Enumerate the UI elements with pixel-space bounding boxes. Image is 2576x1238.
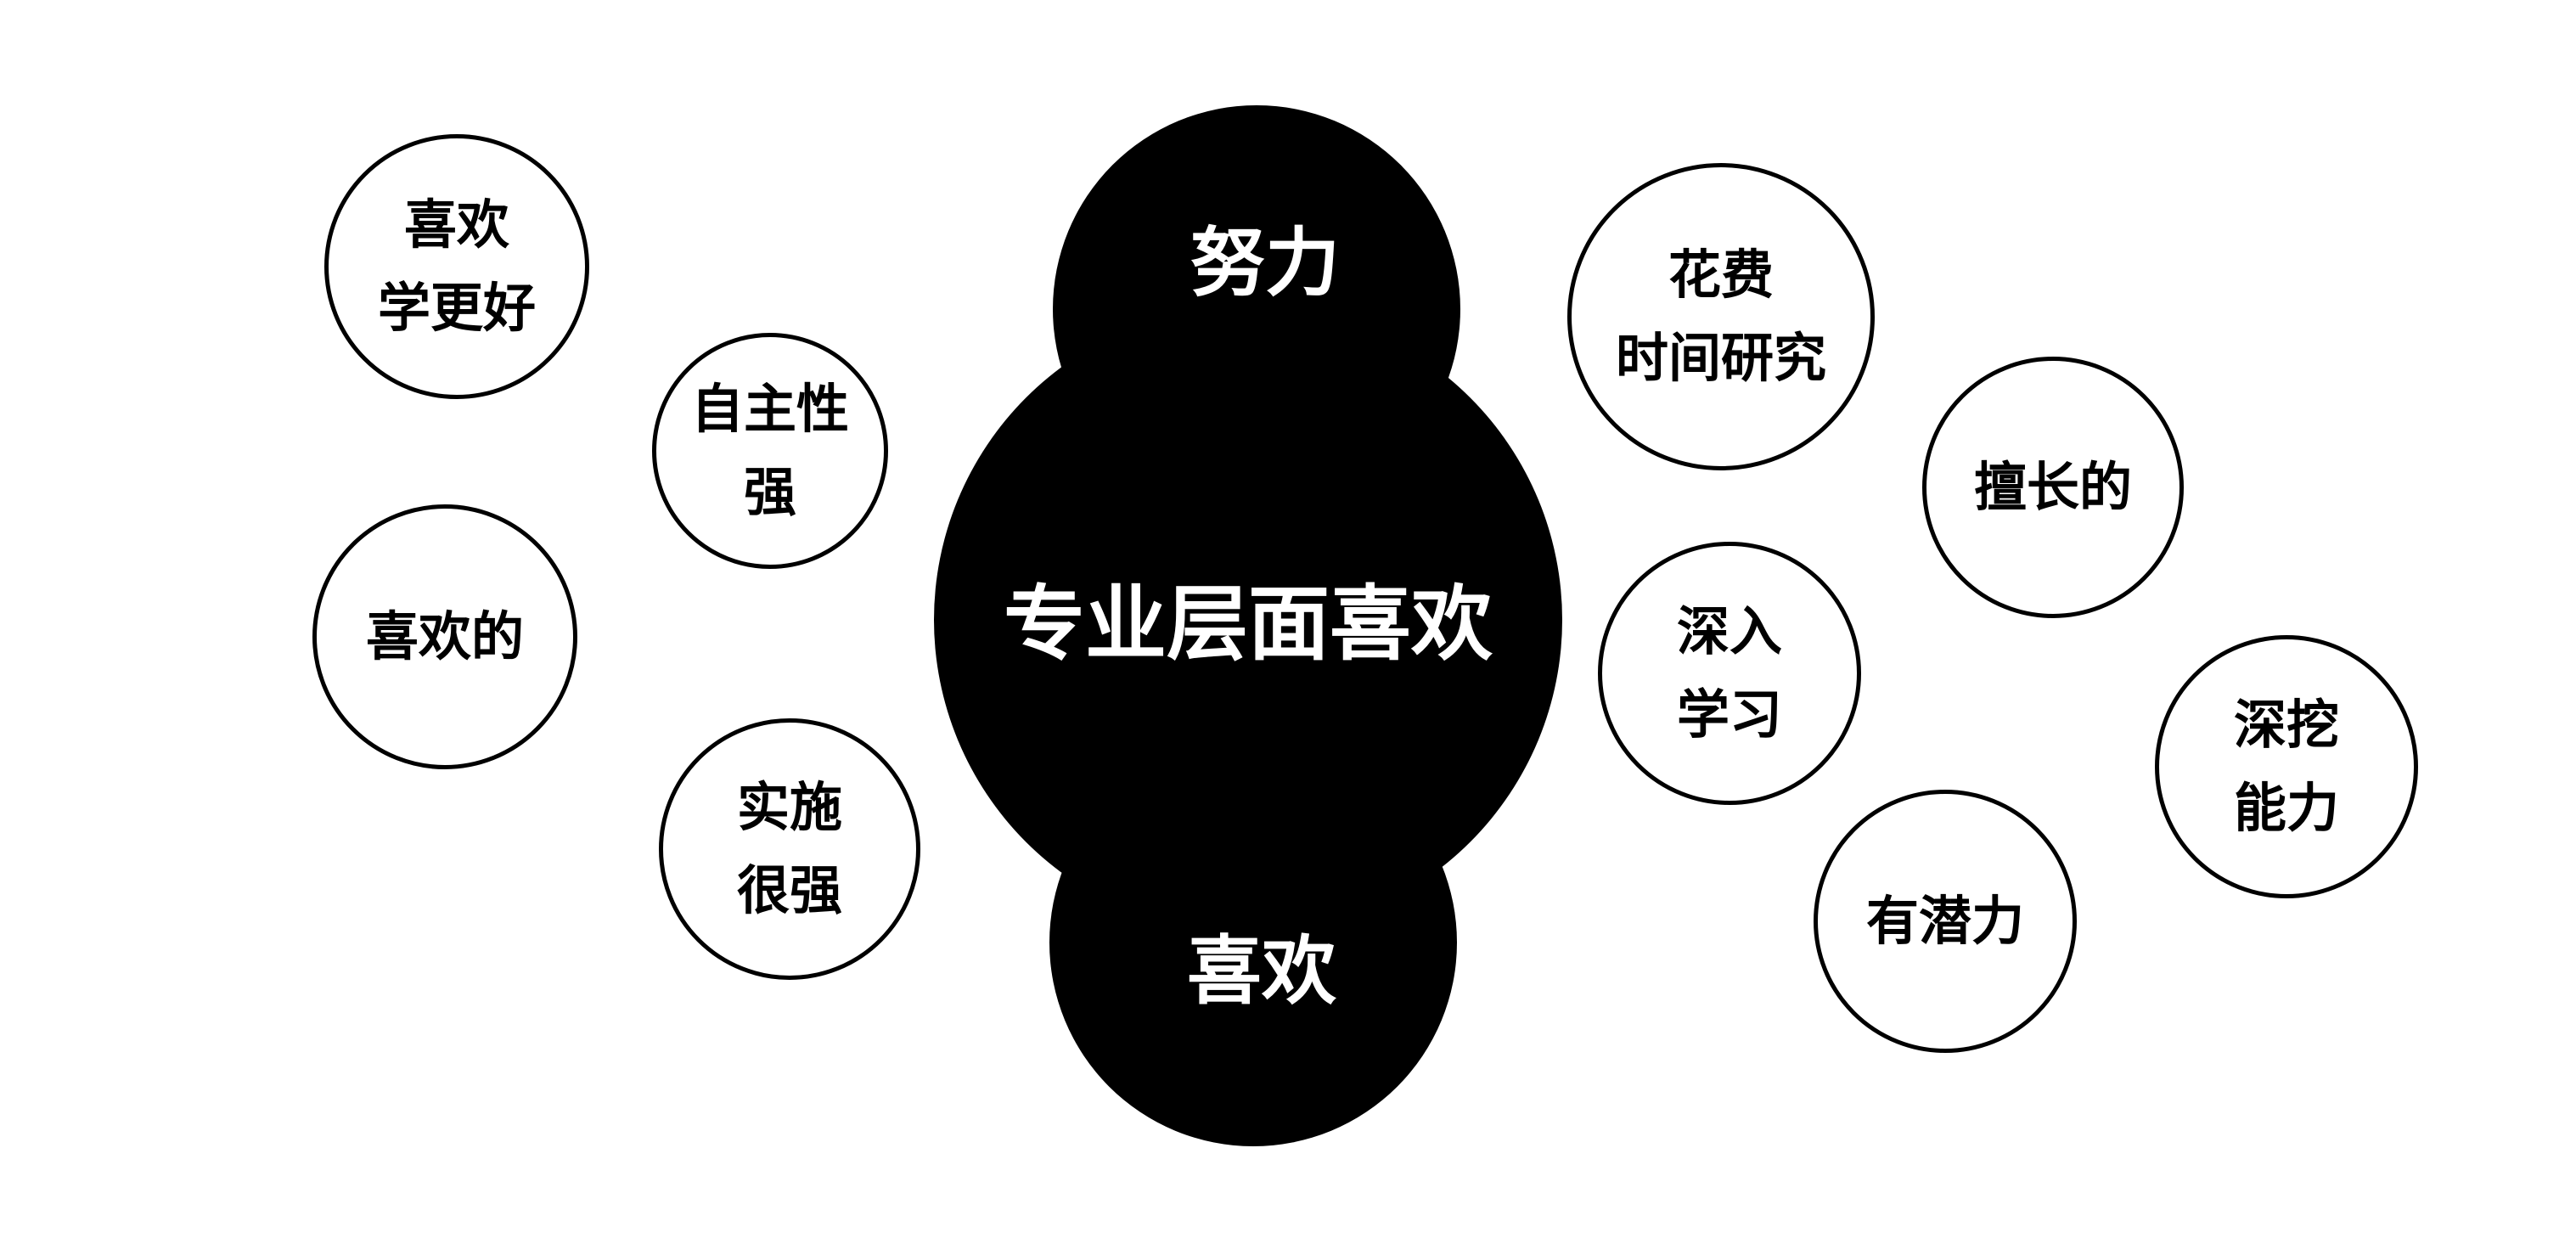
hub-bottom-label: 喜欢	[1186, 927, 1336, 1015]
bubble-spend-time-researching: 花费 时间研究	[1567, 163, 1875, 470]
bubble-self-motivated: 自主性 强	[652, 333, 888, 569]
bubble-label: 深挖 能力	[2233, 694, 2339, 839]
bubble-label: 喜欢 学更好	[377, 194, 536, 339]
bubble-in-depth-study: 深入 学习	[1598, 542, 1861, 805]
bubble-like-learn-better: 喜欢 学更好	[324, 134, 589, 399]
bubble-label: 有潜力	[1865, 890, 2024, 952]
hub-center-circle	[934, 306, 1562, 934]
bubble-label: 擅长的	[1973, 456, 2132, 518]
bubble-good-at: 擅长的	[1922, 357, 2184, 618]
hub-top-label: 努力	[1190, 219, 1340, 307]
bubble-label: 喜欢的	[365, 605, 524, 667]
hub-center-label: 专业层面喜欢	[1004, 577, 1493, 672]
bubble-potential: 有潜力	[1814, 790, 2077, 1053]
bubble-label: 自主性 强	[690, 378, 849, 523]
bubble-strong-execution: 实施 很强	[659, 718, 920, 980]
bubble-liked: 喜欢的	[312, 504, 577, 769]
bubble-dig-deep-ability: 深挖 能力	[2155, 635, 2418, 898]
bubble-label: 实施 很强	[736, 776, 842, 921]
bubble-label: 深入 学习	[1676, 600, 1782, 746]
bubble-label: 花费 时间研究	[1615, 244, 1826, 389]
